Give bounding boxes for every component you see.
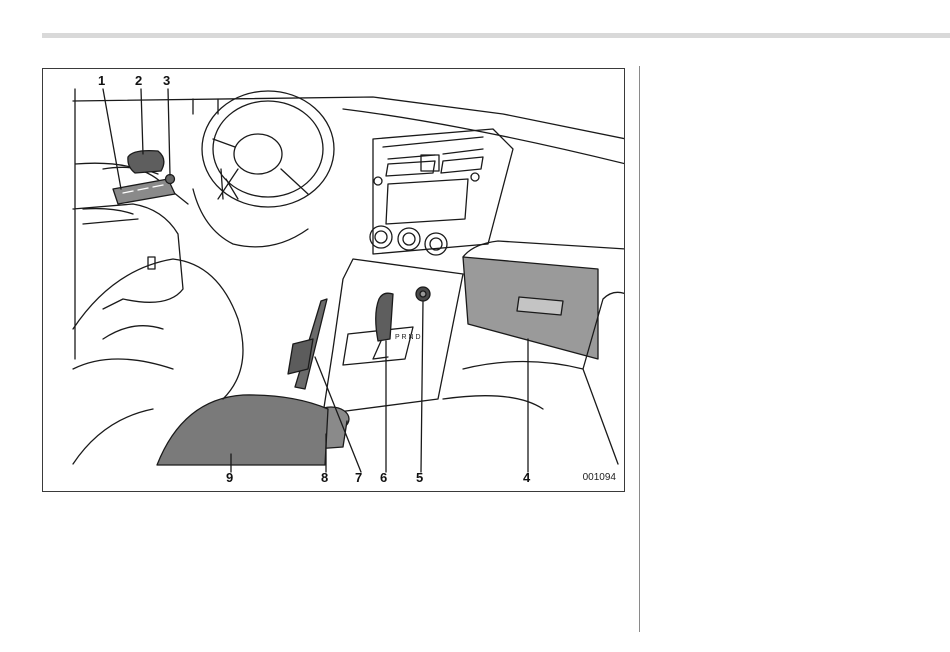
steering-hub	[234, 134, 282, 174]
mirror-knob	[166, 175, 175, 184]
callout-2: 2	[135, 74, 142, 88]
figure-code: 001094	[583, 472, 616, 483]
callout-6: 6	[380, 471, 387, 485]
header-rule	[42, 33, 950, 38]
dashboard-top	[343, 109, 625, 164]
interior-illustration-figure: P R N D 1 2 3 4 5 6 7 8 9 001094	[42, 68, 625, 492]
climate-knob-right	[425, 233, 447, 255]
car-interior-drawing: P R N D	[43, 69, 625, 492]
callout-8: 8	[321, 471, 328, 485]
callout-4: 4	[523, 471, 530, 485]
armrest	[157, 395, 328, 465]
passenger-seat	[443, 362, 618, 465]
center-console	[323, 259, 463, 414]
callout-9: 9	[226, 471, 233, 485]
infotainment-screen	[386, 179, 468, 224]
gear-selector	[376, 293, 393, 341]
svg-text:P R N D: P R N D	[395, 334, 421, 341]
door-handle	[128, 151, 164, 173]
windshield-edge	[73, 97, 625, 139]
callout-5: 5	[416, 471, 423, 485]
driver-seat	[73, 259, 243, 399]
callout-1: 1	[98, 74, 105, 88]
climate-knob-center	[398, 228, 420, 250]
window-switch-panel	[113, 179, 175, 204]
door-panel	[73, 89, 188, 359]
callout-7: 7	[355, 471, 362, 485]
column-divider	[639, 66, 640, 632]
callout-3: 3	[163, 74, 170, 88]
